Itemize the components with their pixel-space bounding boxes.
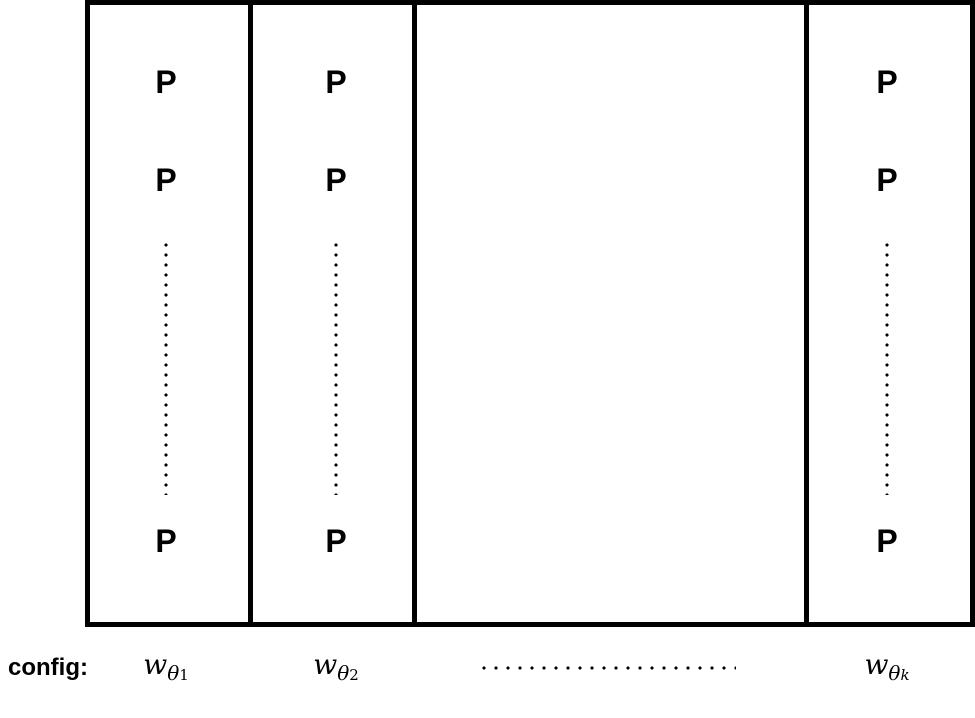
col1-p-label-last: P bbox=[155, 523, 177, 559]
config-label: config: bbox=[8, 654, 88, 681]
col1-vertical-ellipsis bbox=[164, 240, 168, 495]
diagram-frame bbox=[85, 0, 975, 627]
colk-vertical-ellipsis bbox=[885, 240, 889, 495]
column-divider-1 bbox=[248, 0, 253, 627]
horizontal-ellipsis bbox=[478, 663, 736, 673]
colk-p-label-2: P bbox=[876, 162, 898, 198]
colk-p-label-last: P bbox=[876, 523, 898, 559]
col1-p-label-1: P bbox=[155, 64, 177, 100]
config-weight-1-index: 1 bbox=[179, 666, 189, 684]
colk-p-label-1: P bbox=[876, 64, 898, 100]
config-weight-1: wθ1 bbox=[106, 648, 226, 692]
config-weight-k-base: w bbox=[864, 648, 889, 681]
config-weight-1-base: w bbox=[143, 648, 168, 681]
config-weight-k: wθk bbox=[827, 648, 947, 692]
config-weight-2-sub: θ bbox=[337, 661, 350, 685]
config-weight-2-index: 2 bbox=[349, 666, 359, 684]
col2-vertical-ellipsis bbox=[334, 240, 338, 495]
col2-p-label-last: P bbox=[325, 523, 347, 559]
col2-p-label-1: P bbox=[325, 64, 347, 100]
config-weight-k-sub: θ bbox=[888, 661, 901, 685]
column-divider-2 bbox=[412, 0, 417, 627]
config-weight-2-base: w bbox=[313, 648, 338, 681]
col1-p-label-2: P bbox=[155, 162, 177, 198]
config-weight-k-index: k bbox=[900, 666, 910, 684]
column-divider-3 bbox=[804, 0, 809, 627]
config-weight-1-sub: θ bbox=[167, 661, 180, 685]
col2-p-label-2: P bbox=[325, 162, 347, 198]
config-weight-2: wθ2 bbox=[276, 648, 396, 692]
